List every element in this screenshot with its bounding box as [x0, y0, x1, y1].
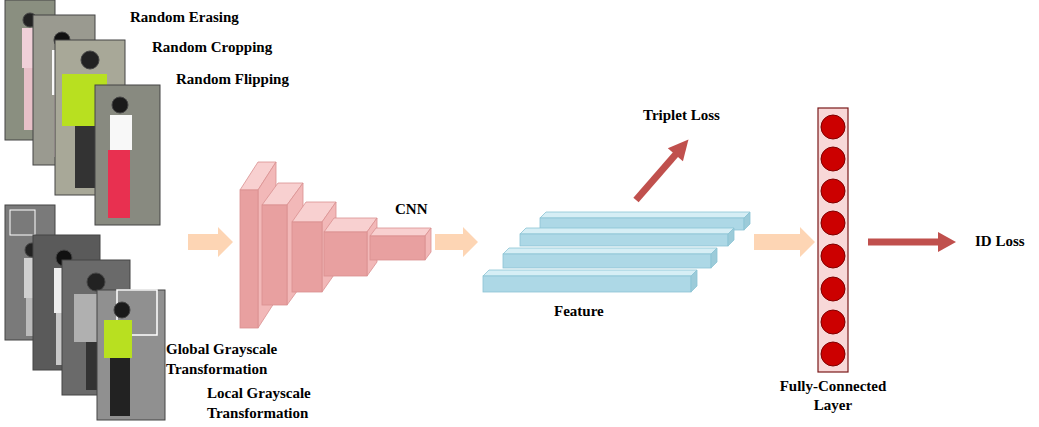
grayscale-image-stack [5, 205, 165, 420]
loss-arrow [628, 133, 696, 206]
node-label: Fully-Connected Layer [763, 377, 903, 415]
node-label: Feature [554, 302, 604, 321]
node-label: CNN [395, 200, 428, 219]
loss-arrow [868, 232, 956, 252]
text-label: Local Grayscale Transformation [207, 384, 342, 423]
feature-block: Feature [481, 210, 751, 294]
flow-arrow [754, 227, 815, 257]
text-label: Global Grayscale Transformation [166, 340, 301, 379]
feature-bars [483, 212, 750, 292]
fc-layer: Fully-Connected Layer [818, 108, 848, 372]
cnn-block: CNN [238, 160, 432, 330]
input-arrow [188, 227, 233, 257]
text-label: Random Cropping [152, 38, 272, 58]
text-label: Random Flipping [176, 70, 289, 90]
pedestrian-image-stack [5, 0, 160, 225]
text-label: ID Loss [975, 232, 1025, 252]
text-label: Triplet Loss [643, 106, 720, 126]
fc-layer-symbol [818, 108, 848, 372]
cnn-symbol [240, 162, 431, 328]
text-label: Random Erasing [130, 8, 239, 28]
flow-arrow [435, 227, 478, 257]
